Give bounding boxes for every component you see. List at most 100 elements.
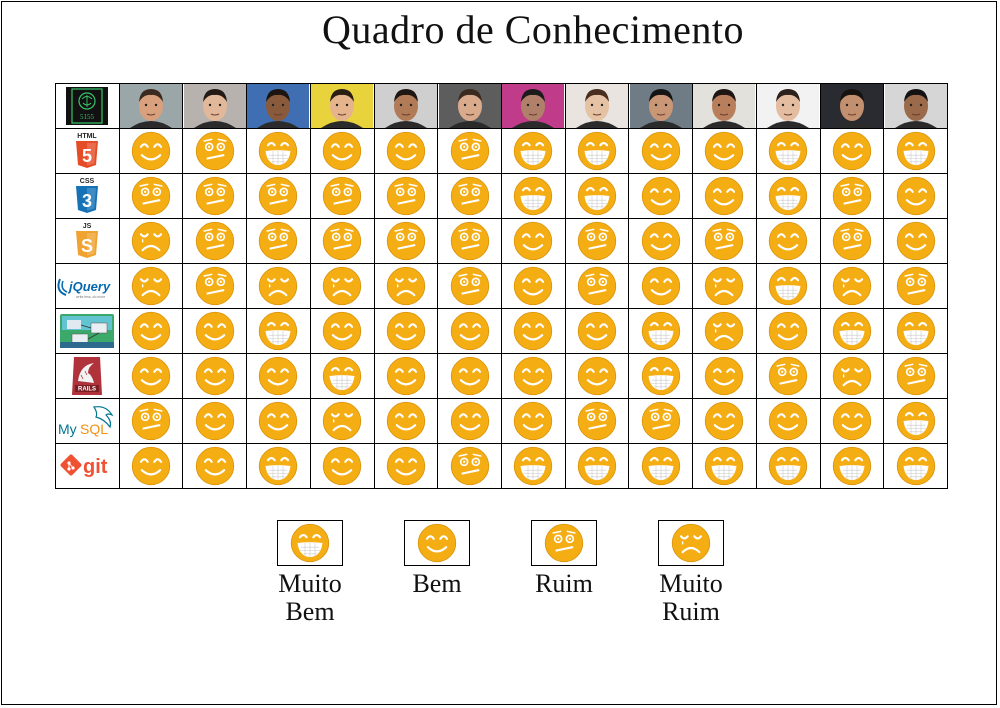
muito-bem-smiley-icon [577,131,617,171]
bem-smiley-icon [323,131,362,171]
rating-cell [756,129,821,174]
rating-cell [502,444,566,489]
ruim-smiley-icon [323,221,362,261]
svg-text:write less, do more: write less, do more [76,295,105,299]
ruim-smiley-icon [577,221,617,261]
rating-cell [183,219,248,264]
student-photo-12 [820,84,885,129]
rating-cell [820,354,885,399]
bem-smiley-icon [259,401,298,441]
student-avatar [757,84,820,128]
rating-cell [374,219,439,264]
bem-smiley-icon [514,311,553,351]
rating-cell [565,444,630,489]
ruim-smiley-icon [769,356,808,396]
rating-cell [502,354,566,399]
rating-cell [438,354,502,399]
rating-cell [820,264,885,309]
rating-cell [183,444,248,489]
bem-smiley-icon [705,401,744,441]
ruim-smiley-icon [544,523,584,563]
student-avatar [566,84,629,128]
rating-cell [119,399,184,444]
rating-cell [884,129,948,174]
html5-logo-icon: HTML 5 [76,133,99,168]
rating-cell [629,309,694,354]
ruim-smiley-icon [896,356,935,396]
bem-smiley-icon [131,131,171,171]
team-logo: 5155 [66,87,109,125]
rating-cell [247,354,311,399]
tech-logo-html5: HTML 5 [56,129,120,174]
ruim-smiley-icon [832,176,872,216]
rating-cell [693,309,757,354]
muito-bem-smiley-icon [577,446,617,486]
rating-cell [183,309,248,354]
student-avatar [311,84,374,128]
svg-text:CSS: CSS [80,178,95,185]
rating-cell [374,174,439,219]
rating-cell [693,354,757,399]
bem-smiley-icon [769,221,808,261]
ruim-smiley-icon [832,221,872,261]
bem-smiley-icon [832,131,872,171]
bem-smiley-icon [705,176,744,216]
bem-smiley-icon [131,356,171,396]
rating-cell [502,309,566,354]
student-avatar [183,84,246,128]
rating-cell [374,354,439,399]
rating-cell [565,264,630,309]
muito-bem-smiley-icon [896,401,935,441]
bem-smiley-icon [323,446,362,486]
muito-bem-smiley-icon [323,356,362,396]
rating-cell [183,264,248,309]
rating-cell [629,264,694,309]
rating-cell [374,309,439,354]
diagram-logo-icon [60,314,115,348]
bem-smiley-icon [195,401,234,441]
rating-cell [693,174,757,219]
muito-bem-smiley-icon [705,446,744,486]
rating-cell [119,309,184,354]
rating-cell [629,174,694,219]
svg-text:RAILS: RAILS [78,387,96,393]
muito-ruim-smiley-icon [832,356,872,396]
student-photo-4 [310,84,375,129]
git-logo-icon: git [60,454,108,478]
bem-smiley-icon [769,401,808,441]
svg-text:HTML: HTML [78,133,98,140]
rating-cell [565,174,630,219]
bem-smiley-icon [450,356,489,396]
rating-cell [565,309,630,354]
muito-bem-smiley-icon [290,523,330,563]
rating-cell [438,309,502,354]
rating-cell [629,129,694,174]
muito-bem-smiley-icon [769,176,808,216]
svg-text:S: S [81,236,93,256]
legend-item-bem: Bem [383,520,491,598]
rating-cell [310,399,375,444]
rating-cell [310,129,375,174]
legend-swatch [531,520,597,566]
rating-cell [502,264,566,309]
bem-smiley-icon [514,221,553,261]
rating-cell [884,354,948,399]
ruim-smiley-icon [386,221,426,261]
bem-smiley-icon [386,131,426,171]
svg-text:5: 5 [82,146,92,166]
rating-cell [247,174,311,219]
svg-text:5155: 5155 [80,113,95,121]
ruim-smiley-icon [450,131,489,171]
muito-ruim-smiley-icon [131,221,171,261]
ruim-smiley-icon [259,221,298,261]
tech-logo-css3: CSS 3 [56,174,120,219]
rating-cell [820,444,885,489]
muito-bem-smiley-icon [769,131,808,171]
student-avatar [247,84,310,128]
ruim-smiley-icon [450,266,489,306]
student-photo-13 [884,84,948,129]
rating-cell [119,444,184,489]
rails-logo-icon: RAILS [72,357,103,395]
